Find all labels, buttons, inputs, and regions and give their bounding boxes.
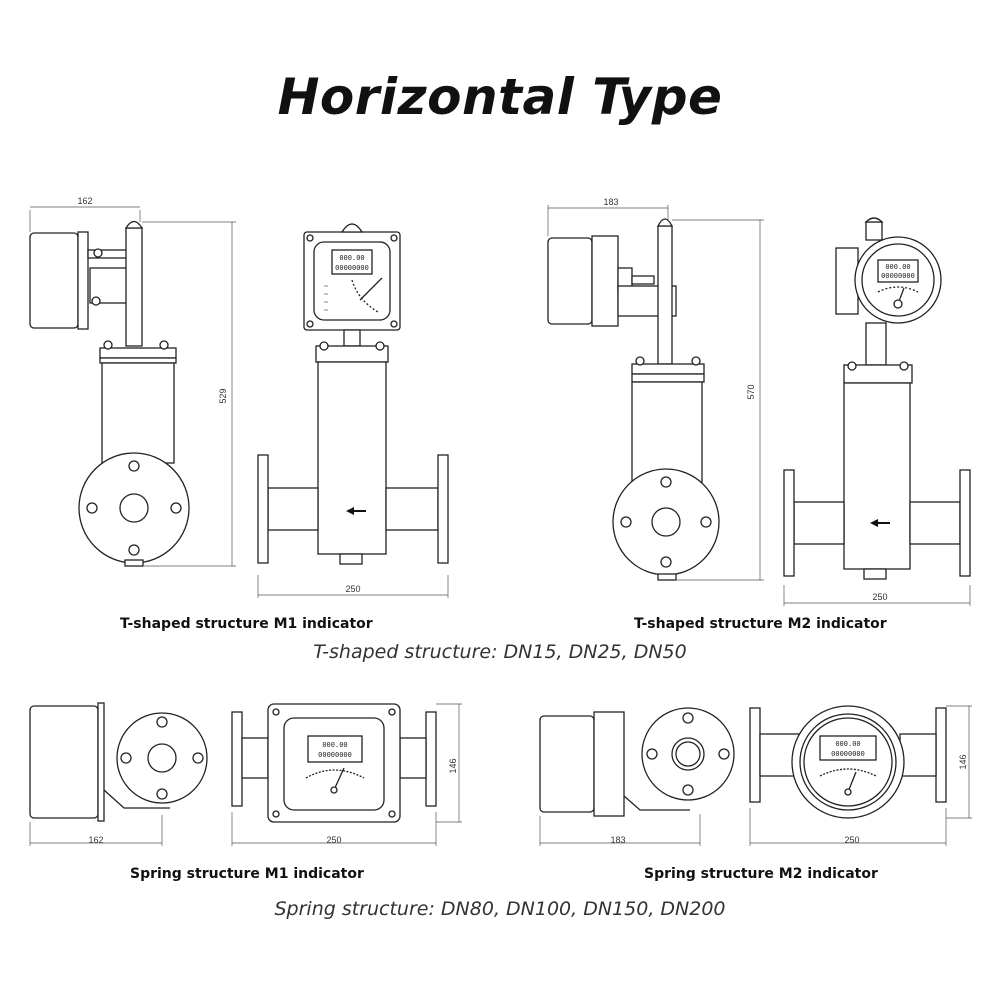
dim-s-m2-height: 146 [958, 754, 968, 769]
s-m2-display-bottom: 00000000 [831, 750, 865, 758]
caption-t-m2: T-shaped structure M2 indicator [634, 616, 887, 632]
subtitle-spring: Spring structure: DN80, DN100, DN150, DN… [274, 898, 726, 920]
flow-direction-arrow-icon [346, 507, 366, 515]
dim-t-m1-height: 529 [218, 388, 228, 403]
flow-direction-arrow-icon [870, 519, 890, 527]
dim-s-m2-width: 183 [610, 835, 625, 845]
t-m2-side-view [547, 205, 764, 581]
caption-s-m2: Spring structure M2 indicator [644, 866, 878, 882]
dim-s-m2-length: 250 [844, 835, 859, 845]
t-m1-display-top: 000.00 [339, 254, 364, 262]
t-m2-display-bottom: 00000000 [881, 272, 915, 280]
s-m2-display-top: 000.00 [835, 740, 860, 748]
t-m1-display-bottom: 00000000 [335, 264, 369, 272]
dim-t-m2-width: 183 [603, 197, 618, 207]
t-m2-display-top: 000.00 [885, 263, 910, 271]
s-m1-display-top: 000.00 [322, 741, 347, 749]
dim-t-m1-length: 250 [345, 584, 360, 594]
t-m1-front-view: 000.00 00000000 [257, 223, 449, 598]
spring-m2-front-view: 000.00 00000000 [749, 705, 972, 846]
subtitle-t-shaped: T-shaped structure: DN15, DN25, DN50 [313, 641, 687, 663]
dim-t-m2-length: 250 [872, 592, 887, 602]
dim-t-m2-height: 570 [746, 384, 756, 399]
dim-s-m1-width: 162 [88, 835, 103, 845]
spring-m1-front-view: 000.00 00000000 [231, 703, 462, 846]
spring-m2-side-view [539, 707, 735, 846]
spring-m1-side-view [29, 702, 208, 846]
caption-t-m1: T-shaped structure M1 indicator [120, 616, 373, 632]
t-m1-side-view [29, 206, 236, 567]
dim-t-m1-width: 162 [77, 196, 92, 206]
caption-s-m1: Spring structure M1 indicator [130, 866, 364, 882]
s-m1-display-bottom: 00000000 [318, 751, 352, 759]
dim-s-m1-length: 250 [326, 835, 341, 845]
dim-s-m1-height: 146 [448, 758, 458, 773]
t-m2-front-view: 000.00 00000000 [783, 217, 971, 606]
page-title: Horizontal Type [277, 68, 723, 126]
